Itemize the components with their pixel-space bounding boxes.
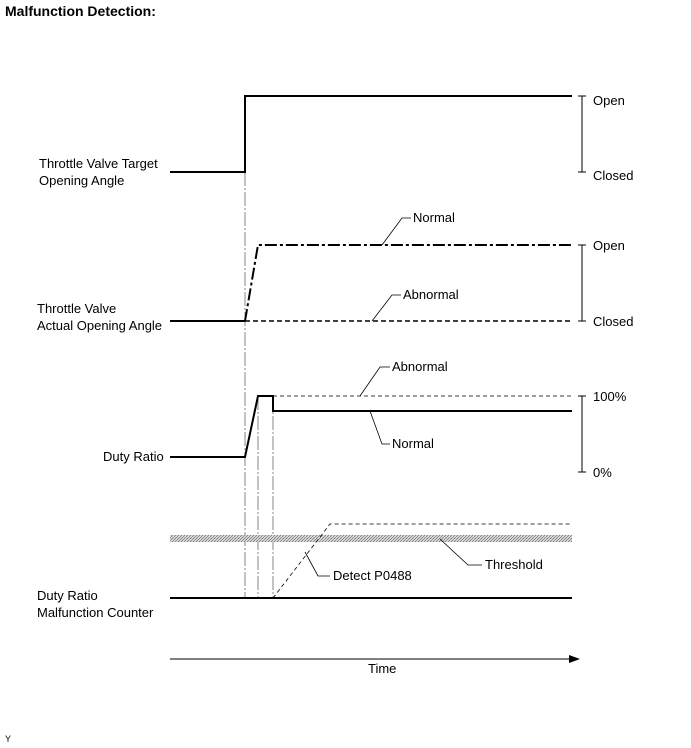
diagram-title: Malfunction Detection:: [5, 3, 156, 19]
duty-100-label: 100%: [593, 389, 627, 404]
duty-0-label: 0%: [593, 465, 612, 480]
duty-normal-leader: [369, 410, 390, 445]
detect-callout: Detect P0488: [333, 568, 412, 583]
threshold-callout: Threshold: [485, 557, 543, 572]
duty-abnormal-callout: Abnormal: [392, 359, 448, 374]
actual-abnormal-leader: [371, 294, 401, 322]
actual-open-label: Open: [593, 238, 625, 253]
target-closed-label: Closed: [593, 168, 634, 183]
actual-abnormal-callout: Abnormal: [403, 287, 459, 302]
target-angle-label-line2: Opening Angle: [39, 173, 125, 188]
target-angle-label: Throttle Valve Target Opening Angle: [39, 155, 158, 189]
actual-scale-bracket: [578, 244, 586, 322]
actual-angle-label-line2: Actual Opening Angle: [37, 318, 163, 333]
target-open-label: Open: [593, 93, 625, 108]
target-angle-label-line1: Throttle Valve Target: [39, 156, 158, 171]
target-scale-bracket: [578, 95, 586, 173]
detect-leader: [304, 551, 330, 577]
duty-ratio-label: Duty Ratio: [103, 449, 164, 464]
actual-closed-label: Closed: [593, 314, 634, 329]
time-axis-label: Time: [368, 661, 397, 676]
time-axis-arrowhead: [569, 655, 580, 663]
threshold-band: [170, 535, 572, 542]
actual-angle-normal-trace: [244, 244, 572, 322]
target-angle-trace: [170, 95, 572, 173]
duty-ratio-trace: [170, 395, 572, 458]
counter-label-line2: Malfunction Counter: [37, 605, 154, 620]
actual-angle-label: Throttle Valve Actual Opening Angle: [37, 300, 162, 334]
actual-normal-leader: [381, 217, 411, 246]
figure-version-mark: Y: [5, 734, 12, 744]
actual-normal-callout: Normal: [413, 210, 455, 225]
duty-abnormal-leader: [359, 366, 390, 397]
counter-rise-trace: [272, 523, 572, 599]
counter-label: Duty Ratio Malfunction Counter: [37, 587, 153, 621]
duty-normal-callout: Normal: [392, 436, 434, 451]
counter-label-line1: Duty Ratio: [37, 588, 98, 603]
actual-angle-label-line1: Throttle Valve: [37, 301, 117, 316]
threshold-leader: [439, 538, 482, 566]
duty-scale-bracket: [578, 395, 586, 473]
